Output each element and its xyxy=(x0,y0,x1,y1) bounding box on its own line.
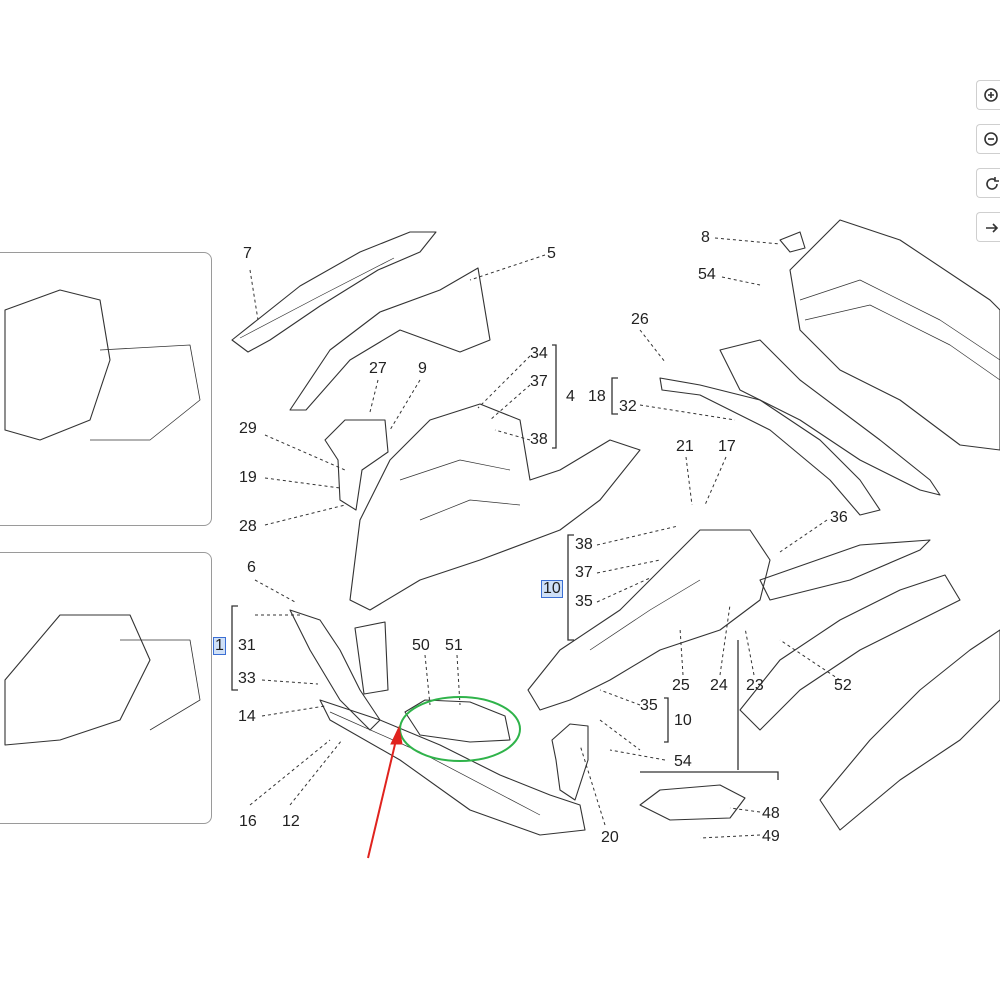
callout-12[interactable]: 12 xyxy=(282,813,300,830)
callout-49[interactable]: 49 xyxy=(762,828,780,845)
callout-9[interactable]: 9 xyxy=(418,360,427,377)
callout-48[interactable]: 48 xyxy=(762,805,780,822)
callout-23[interactable]: 23 xyxy=(746,677,764,694)
part-52 xyxy=(739,574,961,731)
part-48-plate xyxy=(639,784,746,821)
arrow-right-icon xyxy=(986,223,999,233)
callout-54-lower[interactable]: 54 xyxy=(674,753,692,770)
callout-5[interactable]: 5 xyxy=(547,245,556,262)
bracket-4 xyxy=(552,344,557,449)
bracket-18 xyxy=(611,377,618,415)
zoom-out-button[interactable] xyxy=(976,124,1000,154)
inset-view-top xyxy=(0,252,212,526)
zoom-in-icon xyxy=(984,88,998,102)
rotate-button[interactable] xyxy=(976,168,1000,198)
callout-26[interactable]: 26 xyxy=(631,311,649,328)
part-4-assembly xyxy=(349,403,641,611)
part-32-rail xyxy=(659,377,881,516)
callout-17[interactable]: 17 xyxy=(718,438,736,455)
ref-link-10[interactable]: 10 xyxy=(541,580,563,598)
callout-52[interactable]: 52 xyxy=(834,677,852,694)
callout-54[interactable]: 54 xyxy=(698,266,716,283)
right-side-panel xyxy=(719,339,941,496)
callout-4[interactable]: 4 xyxy=(566,388,575,405)
callout-16[interactable]: 16 xyxy=(239,813,257,830)
zoom-in-button[interactable] xyxy=(976,80,1000,110)
rear-bulkhead xyxy=(789,219,1000,451)
callout-21[interactable]: 21 xyxy=(676,438,694,455)
bracket-1 xyxy=(231,605,238,691)
callout-29[interactable]: 29 xyxy=(239,420,257,437)
part-29-bracket xyxy=(324,419,389,511)
rotate-icon xyxy=(986,177,999,190)
callout-34[interactable]: 34 xyxy=(530,345,548,362)
callout-33[interactable]: 33 xyxy=(238,670,256,687)
bracket-10-top xyxy=(567,534,574,641)
callout-50[interactable]: 50 xyxy=(412,637,430,654)
callout-37[interactable]: 37 xyxy=(530,373,548,390)
callout-32[interactable]: 32 xyxy=(619,398,637,415)
part-20 xyxy=(551,723,589,801)
part-6-bracket xyxy=(354,621,389,695)
callout-18[interactable]: 18 xyxy=(588,388,606,405)
part-14 xyxy=(319,699,586,836)
callout-27[interactable]: 27 xyxy=(369,360,387,377)
callout-38-right[interactable]: 38 xyxy=(575,536,593,553)
part-5 xyxy=(289,267,491,411)
callout-6[interactable]: 6 xyxy=(247,559,256,576)
callout-36[interactable]: 36 xyxy=(830,509,848,526)
callout-20[interactable]: 20 xyxy=(601,829,619,846)
callout-51[interactable]: 51 xyxy=(445,637,463,654)
callout-37-right[interactable]: 37 xyxy=(575,564,593,581)
part-8 xyxy=(779,231,806,253)
highlight-circle xyxy=(399,696,521,762)
callout-19[interactable]: 19 xyxy=(239,469,257,486)
next-button[interactable] xyxy=(976,212,1000,242)
inset-view-bottom xyxy=(0,552,212,824)
callout-7[interactable]: 7 xyxy=(243,245,252,262)
ref-link-1[interactable]: 1 xyxy=(213,637,226,655)
part-31 xyxy=(289,609,381,731)
callout-25[interactable]: 25 xyxy=(672,677,690,694)
part-10-assembly xyxy=(527,529,771,711)
part-50-51 xyxy=(404,699,511,743)
callout-28[interactable]: 28 xyxy=(239,518,257,535)
part-7 xyxy=(231,231,437,353)
part-36-bar xyxy=(759,539,931,601)
callout-8[interactable]: 8 xyxy=(701,229,710,246)
bracket-10-bottom xyxy=(664,697,669,743)
callout-14[interactable]: 14 xyxy=(238,708,256,725)
callout-35[interactable]: 35 xyxy=(575,593,593,610)
callout-31[interactable]: 31 xyxy=(238,637,256,654)
callout-24[interactable]: 24 xyxy=(710,677,728,694)
right-lower-beam xyxy=(819,629,1000,831)
callout-38[interactable]: 38 xyxy=(530,431,548,448)
red-arrow xyxy=(367,725,403,859)
callout-10[interactable]: 10 xyxy=(674,712,692,729)
zoom-out-icon xyxy=(984,132,998,146)
callout-35-lower[interactable]: 35 xyxy=(640,697,658,714)
